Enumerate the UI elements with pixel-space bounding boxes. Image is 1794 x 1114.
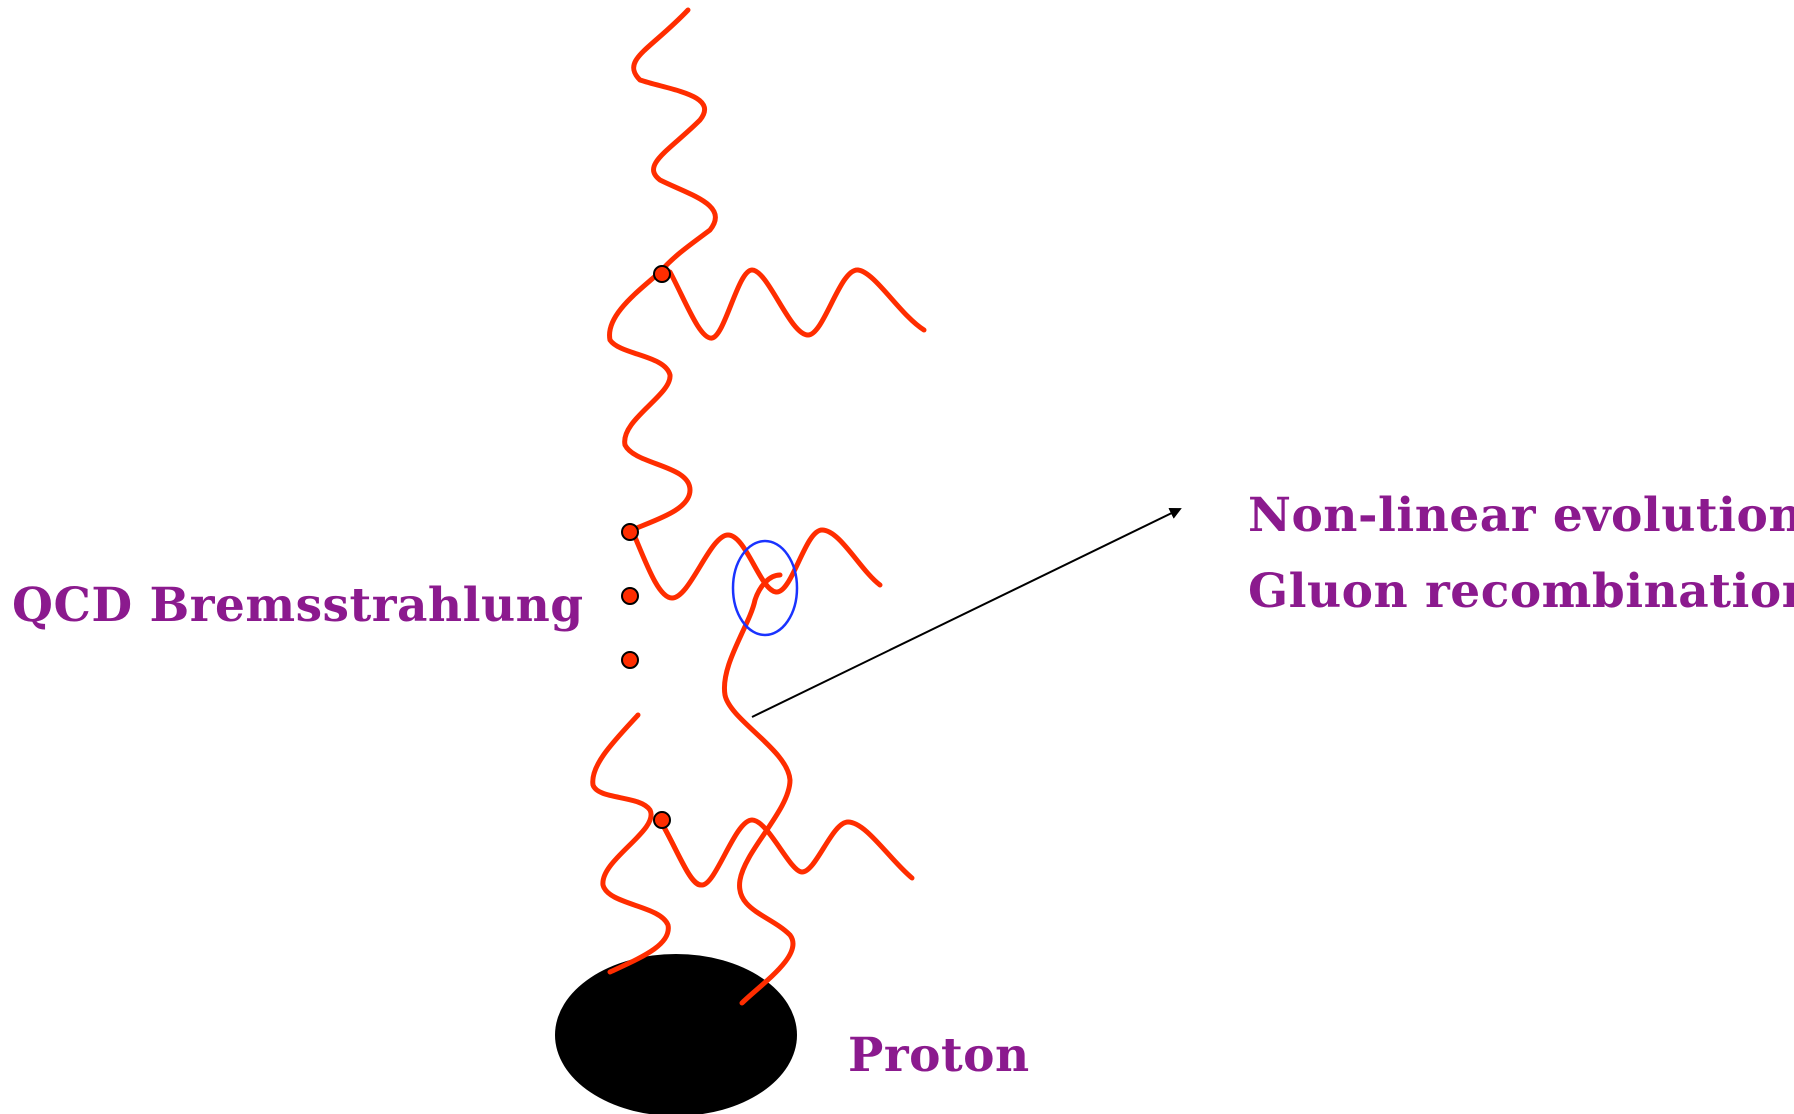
vertex-top [654,266,670,282]
annotation-arrow [752,509,1180,717]
ellipsis-dot-1 [622,588,638,604]
gluon-line-lower [593,715,669,972]
nonlinear-evolution-line1: Non-linear evolution: [1248,478,1794,554]
recombining-gluon [724,575,793,1003]
gluon-line-middle [610,272,690,530]
vertex-lower [654,812,670,828]
emitted-gluon-2 [632,530,880,598]
gluon-line-top [634,10,716,272]
emitted-gluon-3 [660,820,912,885]
qcd-bremsstrahlung-label: QCD Bremsstrahlung [12,578,584,633]
proton-label: Proton [848,1028,1030,1083]
ellipsis-dot-2 [622,652,638,668]
nonlinear-evolution-label: Non-linear evolution: Gluon recombinatio… [1248,478,1794,630]
recombination-ring [733,541,797,635]
emitted-gluon-1 [670,270,924,338]
nonlinear-evolution-line2: Gluon recombination [1248,554,1794,630]
proton-blob [555,954,797,1114]
vertex-middle [622,524,638,540]
